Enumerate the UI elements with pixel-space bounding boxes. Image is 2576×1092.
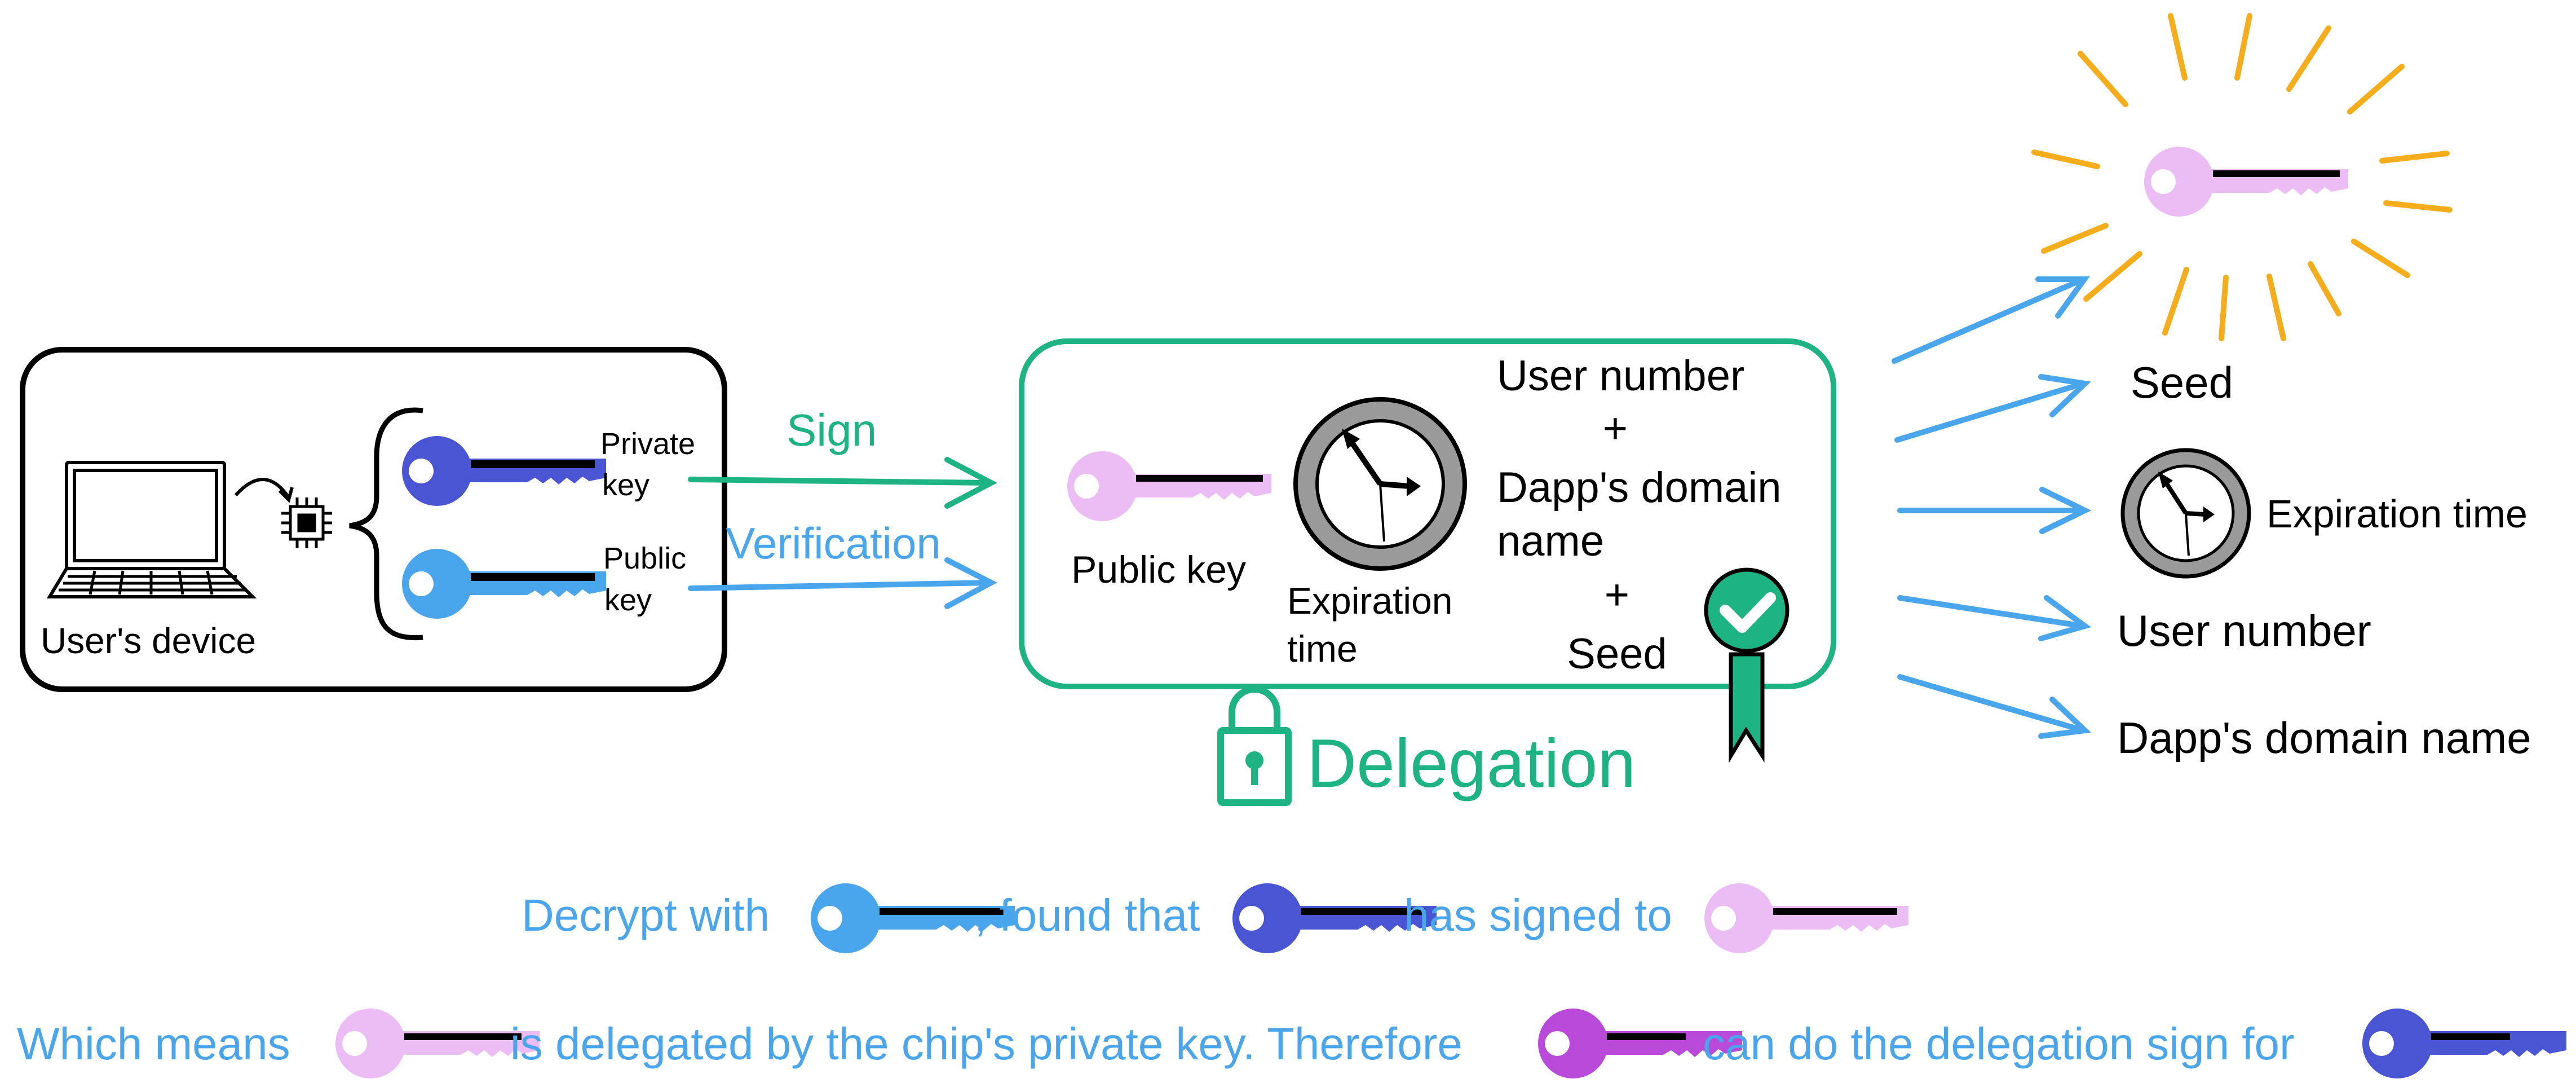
seed-key-icon [2144,147,2348,217]
chip-icon [281,497,332,548]
output-user-number-label: User number [2117,606,2371,655]
delegation-public-key-label: Public key [1071,548,1246,591]
output-clock-icon [2120,448,2251,579]
footer-line1-c: has signed to [1404,890,1672,940]
sign-arrow [688,457,997,509]
delegated-public-key-icon [1067,451,1271,521]
footer-line1-b: , found that [974,890,1200,940]
footer-line2-a: Which means [17,1019,290,1069]
laptop-icon [46,461,257,598]
arrow-to-expiration [1897,487,2092,534]
footer-line2-c: can do the delegation sign for [1703,1019,2295,1069]
footer-line2-b: is delegated by the chip's private key. … [510,1019,1462,1069]
footer-public-key-icon [811,883,1015,953]
delegation-dapp-domain-1: Dapp's domain [1497,464,1782,512]
output-expiration-label: Expiration time [2266,492,2528,536]
arrow-to-sun-key [1892,276,2090,364]
arrow-to-dapp-domain [1897,674,2092,739]
arrow-to-user-number [1897,595,2092,641]
delegation-plus-1: + [1603,404,1628,452]
delegation-expiration-label-1: Expiration [1287,580,1453,622]
users-device-label: User's device [41,620,256,661]
arrow-to-seed [1894,374,2091,443]
delegation-plus-2: + [1605,571,1629,619]
delegation-expiration-label-2: time [1287,628,1358,670]
private-key-label-2: key [602,468,649,502]
delegation-seed: Seed [1567,630,1667,678]
delegation-user-number: User number [1497,352,1744,400]
private-key-icon [402,436,606,506]
output-seed-label: Seed [2131,358,2233,407]
footer-line1-a: Decrypt with [522,890,770,940]
sun-rays [2031,13,2453,341]
footer-delegated-key-icon [1704,883,1908,953]
verification-label: Verification [726,518,941,568]
users-device-box [20,347,727,692]
verification-arrow [688,557,997,609]
sign-label: Sign [787,405,877,455]
output-arrows [1892,276,2092,739]
delegation-dapp-domain-2: name [1497,517,1604,565]
footer-purple-key-icon [1538,1009,1742,1078]
public-key-label-2: key [604,583,652,617]
footer-delegated-key-icon-2 [335,1009,540,1078]
footer-private-key-icon-2 [2362,1009,2566,1078]
public-key-icon [402,549,606,619]
expiration-clock-icon [1293,397,1467,571]
laptop-to-chip-arrow [234,478,294,503]
certificate-badge-icon [1704,567,1789,763]
lock-icon [1217,686,1292,806]
footer-private-key-icon [1232,883,1437,953]
delegation-box [1019,338,1836,689]
private-key-label-1: Private [600,427,695,461]
public-key-label-1: Public [603,541,686,575]
delegation-title: Delegation [1307,725,1636,802]
curly-brace [349,407,423,641]
output-dapp-domain-label: Dapp's domain name [2117,713,2531,763]
